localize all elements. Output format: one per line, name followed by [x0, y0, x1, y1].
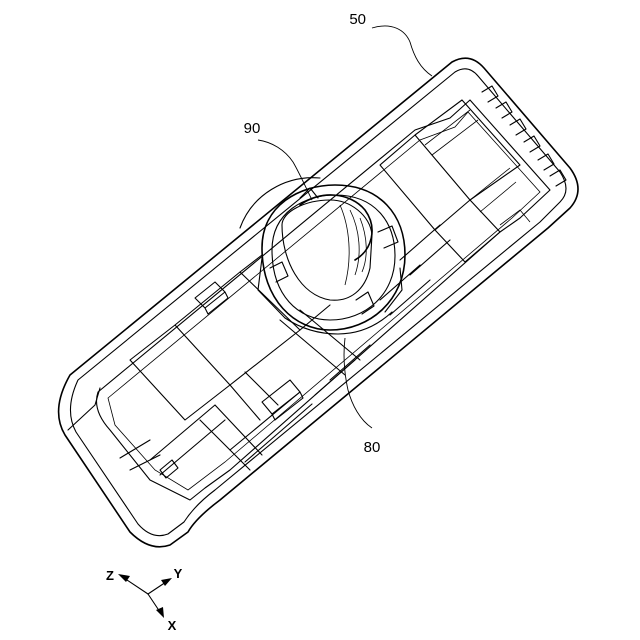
cylinder-top: [300, 195, 372, 260]
left-end-step: [68, 388, 160, 470]
rib-set-left: [130, 272, 300, 475]
label-inner-part: 90: [244, 120, 261, 137]
cylinder-body: [282, 200, 372, 300]
leader-80: [344, 338, 372, 428]
label-housing: 50: [349, 11, 366, 28]
axis-label-y: Y: [174, 566, 183, 581]
axis-triad: [118, 574, 172, 618]
cylinder-shading: [340, 205, 366, 285]
housing-inner-wall: [97, 100, 551, 500]
rib-set-middle: [230, 255, 370, 462]
housing-outer-outline: [59, 58, 578, 547]
label-ring-part: 80: [364, 439, 381, 456]
axis-label-z: Z: [106, 568, 114, 583]
axis-label-x: X: [168, 618, 177, 633]
housing-inner-wall-2: [108, 112, 540, 490]
tab-middle: [262, 380, 303, 420]
ring-outer: [262, 185, 405, 330]
ring-inner: [272, 195, 395, 320]
leader-50: [372, 26, 432, 76]
ring-base-flange: [258, 258, 402, 334]
